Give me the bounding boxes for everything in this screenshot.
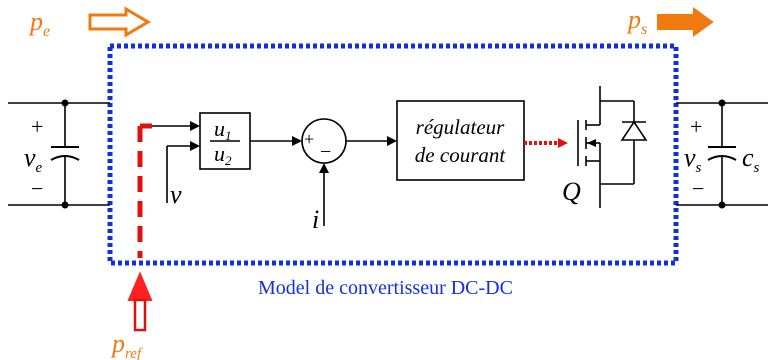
input-node-top xyxy=(61,99,69,107)
arrowhead xyxy=(387,136,397,146)
model-boundary xyxy=(107,43,679,266)
input-minus: − xyxy=(31,176,43,201)
pe-label: pe xyxy=(28,7,50,40)
regulator-label-line1: régulateur xyxy=(416,115,505,139)
output-node-bottom xyxy=(718,201,726,209)
ps-label: ps xyxy=(626,5,647,38)
input-source xyxy=(8,102,110,206)
arrowhead xyxy=(319,163,329,173)
divider-denominator: u2 xyxy=(214,141,232,168)
ps-arrow xyxy=(657,7,714,37)
cs-label: cs xyxy=(742,143,760,176)
output-minus: − xyxy=(692,176,704,201)
q-label: Q xyxy=(562,177,581,206)
model-caption: Model de convertisseur DC-DC xyxy=(258,277,513,299)
diode-icon xyxy=(620,120,648,141)
current-regulator-block xyxy=(396,100,525,181)
input-plus: + xyxy=(31,114,43,139)
i-label: i xyxy=(312,205,319,234)
pref-label: pref xyxy=(110,329,143,360)
divider-numerator: u1 xyxy=(214,116,232,143)
sum-minus: − xyxy=(320,141,331,163)
pe-arrow xyxy=(88,6,151,38)
divider-inputs xyxy=(152,125,190,203)
gate-drive-arrowhead xyxy=(558,138,568,148)
arrowhead xyxy=(190,141,200,151)
output-plus: + xyxy=(690,114,702,139)
ve-label: ve xyxy=(24,143,43,176)
sum-plus: + xyxy=(304,129,314,149)
arrowhead xyxy=(190,121,200,131)
reference-path xyxy=(137,123,152,258)
vs-label: vs xyxy=(684,143,702,176)
switch-q xyxy=(577,86,646,208)
output-node-top xyxy=(718,99,726,107)
regulator-label-line2: de courant xyxy=(415,143,507,167)
input-node-bottom xyxy=(61,201,69,209)
mosfet-body-arrow xyxy=(587,139,596,147)
pref-arrow xyxy=(127,271,153,332)
v-label: v xyxy=(170,180,182,209)
arrowhead xyxy=(292,136,302,146)
